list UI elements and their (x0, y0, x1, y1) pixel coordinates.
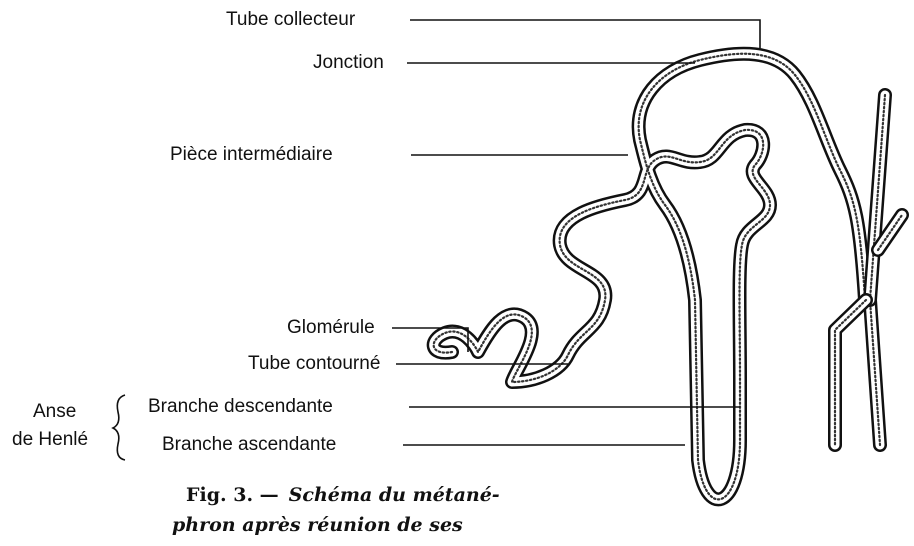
label-branche-ascendante: Branche ascendante (162, 434, 685, 455)
label-branche-descendante: Branche descendante (148, 396, 740, 417)
figure-caption: Fig. 3. — Schéma du métané- phron après … (172, 484, 500, 536)
label-tube-contourne-text: Tube contourné (248, 353, 380, 374)
label-glomerule-text: Glomérule (287, 317, 375, 338)
label-tube-collecteur-text: Tube collecteur (226, 9, 356, 30)
label-jonction-text: Jonction (313, 52, 384, 73)
label-branche-ascendante-text: Branche ascendante (162, 434, 336, 455)
label-branche-descendante-text: Branche descendante (148, 396, 333, 417)
caption-line1-italic: Schéma du métané- (289, 484, 500, 506)
tubule-lumen (434, 54, 865, 500)
leader-tube-collecteur (410, 20, 760, 48)
group-line2: de Henlé (12, 429, 88, 450)
collecting-duct (835, 95, 902, 445)
group-anse-de-henle: Anse de Henlé (12, 395, 125, 460)
tubule-wall (434, 54, 865, 500)
group-line1: Anse (33, 401, 76, 422)
label-tube-collecteur: Tube collecteur (226, 9, 760, 48)
label-piece-intermediaire-text: Pièce intermédiaire (170, 144, 333, 165)
brace-icon (113, 395, 125, 460)
nephron-tubule (434, 54, 865, 500)
label-piece-intermediaire: Pièce intermédiaire (170, 144, 628, 165)
caption-number: Fig. 3. — (186, 484, 279, 506)
caption-line2: phron après réunion de ses (172, 514, 463, 536)
label-jonction: Jonction (313, 52, 695, 73)
caption-line1: Fig. 3. — Schéma du métané- (186, 484, 500, 506)
tubule-cells (434, 54, 865, 500)
